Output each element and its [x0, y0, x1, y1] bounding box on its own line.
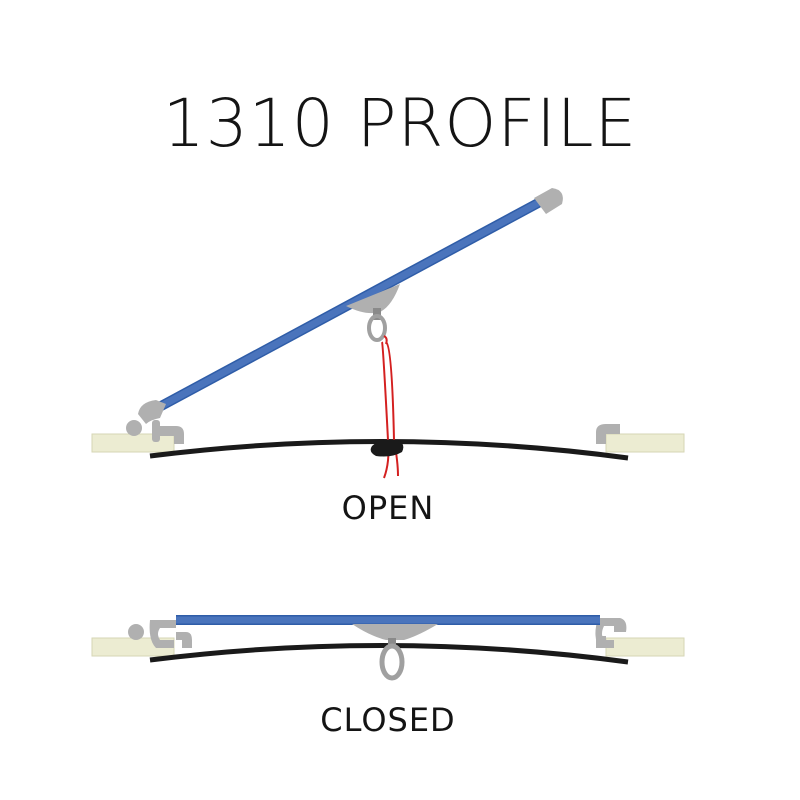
handle-open	[370, 439, 404, 457]
eye-ring-closed	[379, 638, 405, 681]
bracket-closed	[352, 624, 438, 640]
right-rail-closed	[605, 637, 685, 657]
bracket-open	[346, 284, 400, 314]
right-clip-closed	[595, 618, 627, 648]
arm-open	[138, 188, 563, 424]
closed-label: CLOSED	[320, 701, 456, 739]
open-label: OPEN	[341, 489, 435, 527]
right-clip-open	[596, 424, 620, 444]
red-cord	[381, 335, 399, 479]
closed-assembly	[91, 615, 685, 681]
left-rail-open	[91, 433, 175, 453]
left-clip-open	[126, 420, 184, 444]
right-rail-open	[605, 433, 685, 453]
diagram-title: 1310 PROFILE	[162, 85, 638, 162]
open-assembly	[91, 188, 685, 479]
left-clip-closed	[128, 620, 192, 648]
eye-ring-open	[367, 308, 387, 342]
